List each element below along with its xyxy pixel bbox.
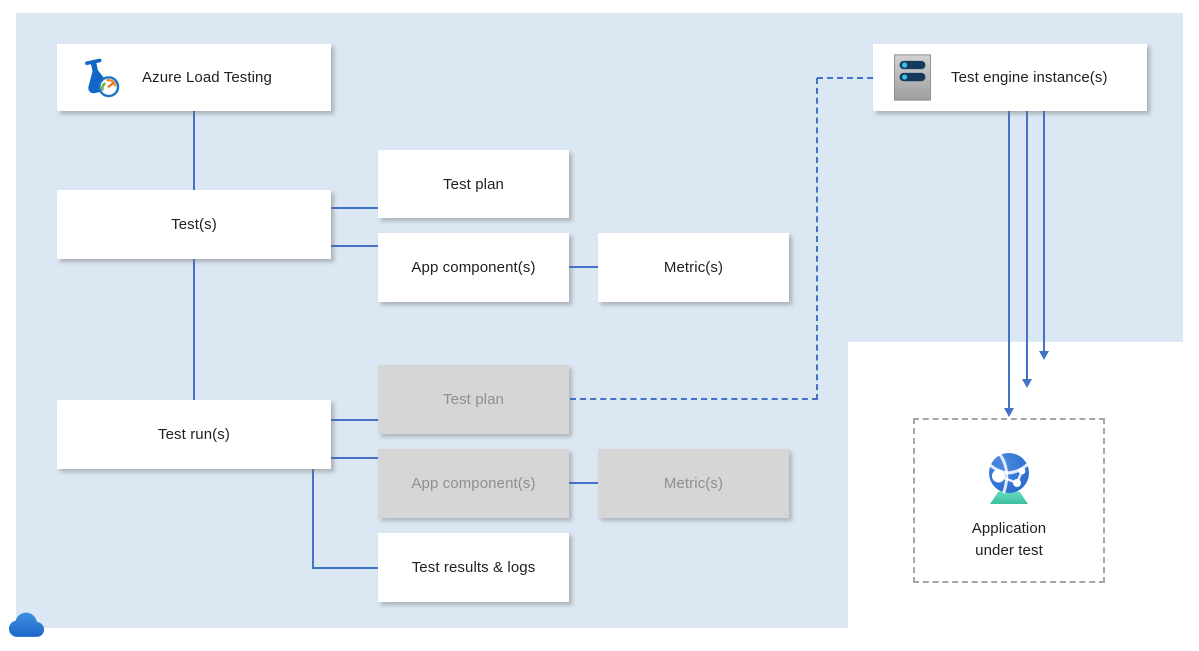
connector-testplan-to-engine-vertical — [816, 78, 818, 400]
node-label: Test plan — [443, 391, 504, 408]
globe-icon — [976, 446, 1042, 508]
node-label: Test results & logs — [411, 559, 536, 576]
node-label: Test(s) — [171, 216, 217, 233]
arrow-engine-to-app-1-head — [1004, 408, 1014, 417]
connector-testruns-to-results-vertical — [312, 469, 314, 569]
arrow-engine-to-app-2-line — [1026, 111, 1028, 380]
arrow-engine-to-app-3-head — [1039, 351, 1049, 360]
flask-gauge-icon — [78, 56, 122, 100]
node-test-plan-run: Test plan — [378, 365, 569, 434]
node-label: Application under test — [971, 519, 1047, 559]
arrow-engine-to-app-1-line — [1008, 111, 1010, 409]
connector-appcomponents-run-to-metrics — [569, 482, 598, 484]
node-test-results: Test results & logs — [378, 533, 569, 602]
node-label: Azure Load Testing — [142, 69, 272, 86]
node-app-components-run: App component(s) — [378, 449, 569, 518]
node-test-plan: Test plan — [378, 150, 569, 218]
node-test-engine: Test engine instance(s) — [873, 44, 1147, 111]
node-label: Test engine instance(s) — [951, 69, 1108, 86]
node-label: Test plan — [443, 175, 504, 193]
connector-azure-to-tests — [193, 111, 195, 190]
node-label: App component(s) — [411, 475, 536, 492]
node-application-under-test: Application under test — [913, 418, 1105, 583]
connector-testplan-to-engine-horizontal — [570, 398, 818, 400]
connector-testruns-to-results-horizontal — [312, 567, 378, 569]
node-metrics-run: Metric(s) — [598, 449, 789, 518]
node-tests: Test(s) — [57, 190, 331, 259]
external-area-background — [848, 342, 1199, 651]
node-azure-load-testing: Azure Load Testing — [57, 44, 331, 111]
connector-testruns-to-testplan — [331, 419, 378, 421]
node-metrics: Metric(s) — [598, 233, 789, 302]
server-icon — [894, 54, 931, 101]
arrow-engine-to-app-3-line — [1043, 111, 1045, 352]
connector-tests-to-appcomponents — [331, 245, 378, 247]
connector-testplan-to-engine-top — [817, 77, 873, 79]
node-app-components: App component(s) — [378, 233, 569, 302]
connector-testruns-to-appcomponents — [331, 457, 378, 459]
node-label: Metric(s) — [663, 259, 724, 276]
node-test-runs: Test run(s) — [57, 400, 331, 469]
connector-tests-to-testruns — [193, 259, 195, 400]
connector-appcomponents-to-metrics — [569, 266, 598, 268]
node-label: App component(s) — [411, 259, 536, 276]
connector-tests-to-testplan — [331, 207, 378, 209]
arrow-engine-to-app-2-head — [1022, 379, 1032, 388]
node-label: Test run(s) — [158, 426, 230, 443]
cloud-icon — [8, 611, 46, 643]
node-label: Metric(s) — [663, 475, 724, 492]
